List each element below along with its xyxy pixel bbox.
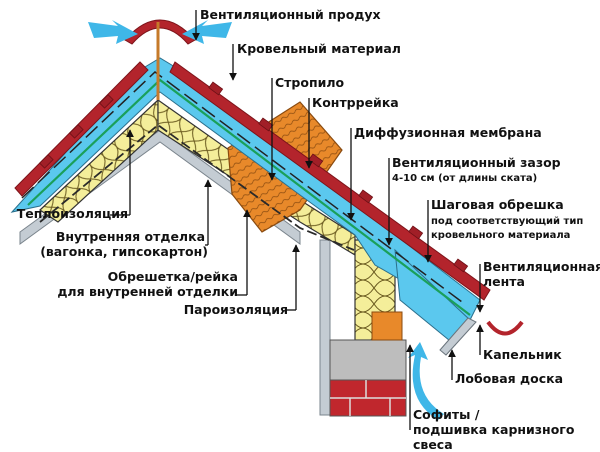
leader-lines <box>110 10 484 430</box>
label-ventilation-tape-2: лента <box>483 274 525 289</box>
vapor-barrier <box>39 123 355 251</box>
label-counter-batten: Контррейка <box>312 95 399 110</box>
roofing-material <box>14 19 491 301</box>
label-thermal-insulation: Теплоизоляция <box>16 206 128 221</box>
label-inner-lathing-1: Обрешетка/рейка <box>107 269 238 284</box>
label-ventilation-outlet: Вентиляционный продух <box>200 7 381 22</box>
label-soffit-3: свеса <box>413 437 453 452</box>
label-inner-finish-1: Внутренняя отделка <box>55 229 205 244</box>
label-fascia-board: Лобовая доска <box>455 371 564 386</box>
diffusion-membrane <box>27 78 471 316</box>
wall <box>329 311 407 417</box>
label-roofing-material: Кровельный материал <box>237 41 401 56</box>
label-step-lathing-note-2: кровельного материала <box>431 230 571 241</box>
label-inner-finish-2: (вагонка, гипсокартон) <box>40 244 208 259</box>
label-ventilation-tape-1: Вентиляционная <box>483 259 600 274</box>
label-soffit-2: подшивка карнизного <box>413 422 575 437</box>
label-step-lathing: Шаговая обрешка <box>431 197 564 212</box>
gutter <box>486 320 524 336</box>
label-rafter: Стропило <box>275 75 345 90</box>
label-ventilation-gap: Вентиляционный зазор <box>392 155 561 170</box>
label-diffusion-membrane: Диффузионная мембрана <box>354 125 542 140</box>
label-ventilation-gap-note: 4-10 см (от длины ската) <box>392 173 538 184</box>
label-inner-lathing-2: для внутренней отделки <box>57 284 238 299</box>
label-step-lathing-note-1: под соответствующий тип <box>431 216 584 227</box>
label-soffit-1: Софиты / <box>413 407 480 422</box>
label-vapor-barrier: Пароизоляция <box>183 302 288 317</box>
fascia-board <box>439 317 477 356</box>
counter-batten <box>21 71 463 303</box>
label-drip-edge: Капельник <box>483 347 562 362</box>
airflow-soffit <box>408 342 444 420</box>
